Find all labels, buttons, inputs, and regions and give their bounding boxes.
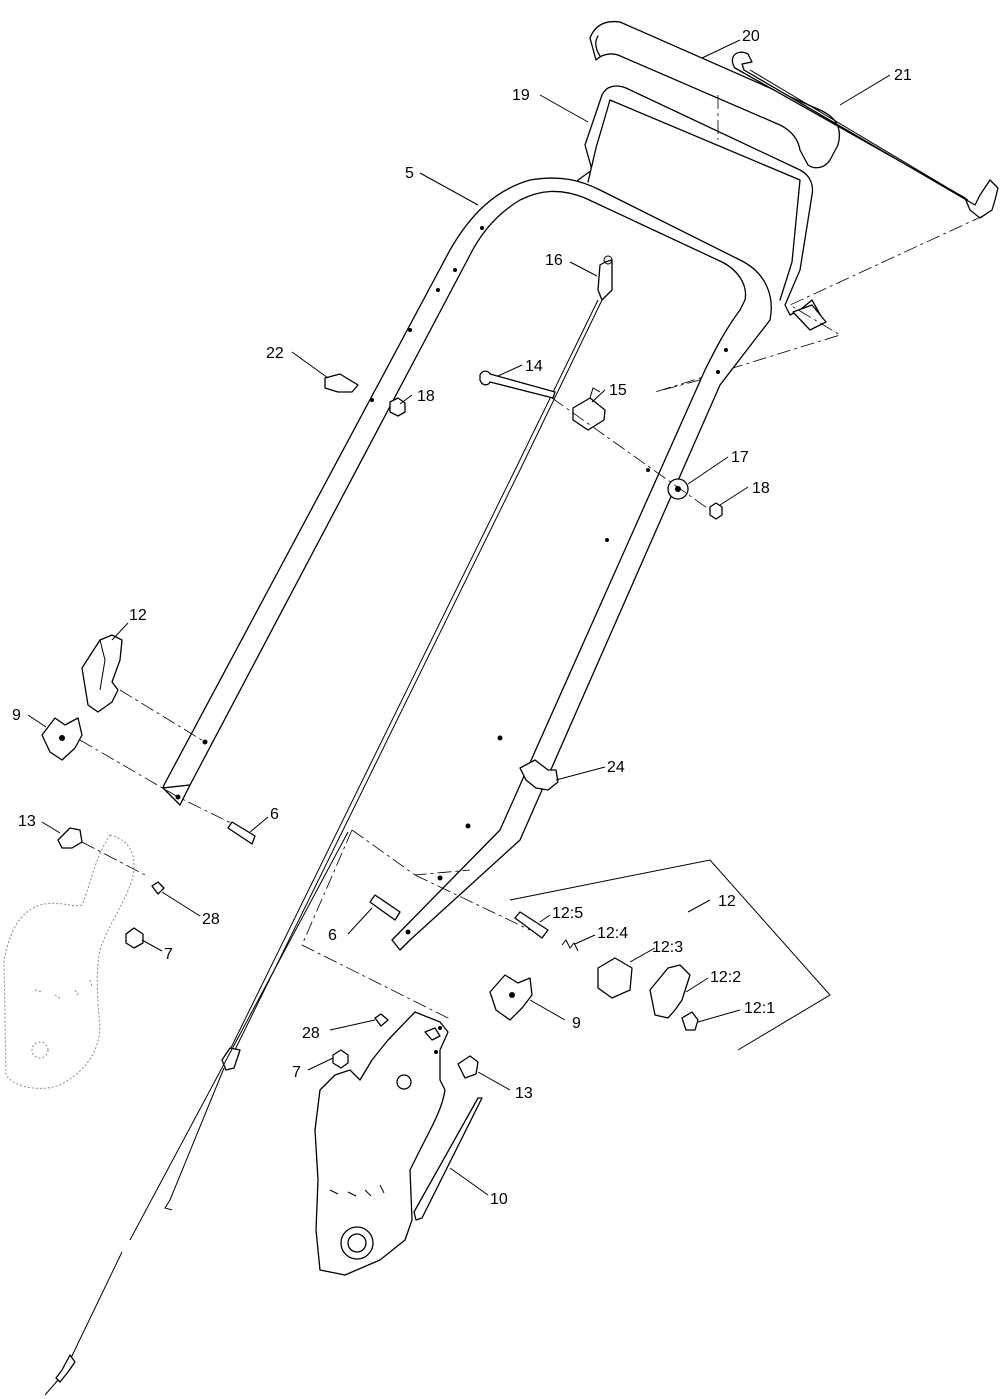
callout-12-3: 12:3 (652, 939, 683, 956)
callout-18-left: 18 (417, 388, 435, 405)
washer-17 (667, 478, 689, 500)
rod-10 (413, 1097, 483, 1221)
knob-9-right (489, 974, 533, 1021)
callout-12-left: 12 (129, 607, 147, 624)
control-cable (44, 255, 613, 1396)
pin-6-right (369, 894, 401, 921)
callout-12-2: 12:2 (710, 969, 741, 986)
pin-12-5 (514, 911, 549, 939)
clip-13-left (57, 827, 83, 849)
nut-18-right (709, 502, 723, 520)
axis-line-bolt-14 (551, 397, 711, 511)
callout-9-right: 9 (572, 1015, 581, 1032)
nut-18-left (389, 397, 406, 417)
callout-12-right: 12 (718, 893, 736, 910)
callout-13-left: 13 (18, 813, 36, 830)
callout-12-4: 12:4 (597, 925, 628, 942)
callout-15: 15 (609, 382, 627, 399)
callout-10: 10 (490, 1191, 508, 1208)
clip-13-right (457, 1055, 479, 1079)
callout-24: 24 (607, 759, 625, 776)
callout-5: 5 (405, 165, 414, 182)
nut-7-right (332, 1049, 349, 1069)
cable-clip-24 (519, 759, 559, 791)
callout-12-5: 12:5 (552, 905, 583, 922)
callout-7-right: 7 (292, 1064, 301, 1081)
main-handle-tube (162, 177, 772, 951)
callout-12-1: 12:1 (744, 1000, 775, 1017)
nut-7-left (125, 927, 144, 949)
callout-28-right: 28 (302, 1025, 320, 1042)
cable-bracket-15 (572, 387, 606, 431)
axis-lines-right-assembly (301, 829, 531, 1021)
handle-grip (589, 20, 841, 169)
screw-28-right (374, 1013, 389, 1027)
callout-7-left: 7 (164, 946, 173, 963)
bolt-22 (324, 373, 359, 393)
lever-12-2 (649, 964, 691, 1019)
callout-28-left: 28 (202, 911, 220, 928)
zone-control-bail (731, 51, 999, 219)
leader-lines (27, 39, 891, 1196)
callout-18-right: 18 (752, 480, 770, 497)
callout-14: 14 (525, 358, 543, 375)
callout-labels: 20 21 19 5 16 22 14 18 15 17 18 12 9 24 … (12, 28, 912, 1208)
axis-line-clip-left (81, 841, 146, 876)
callout-13-right: 13 (515, 1085, 533, 1102)
bolt-14 (479, 370, 556, 399)
assembly-bracket-12 (509, 859, 831, 1051)
lever-base-12-3 (597, 957, 633, 999)
axis-line-lever-left (119, 689, 206, 743)
knob-9-left (41, 717, 83, 761)
callout-6-right: 6 (328, 927, 337, 944)
callout-9-left: 9 (12, 707, 21, 724)
phantom-side-plate-left (3, 834, 135, 1089)
callout-16: 16 (545, 252, 563, 269)
callout-22: 22 (266, 345, 284, 362)
pin-6-left (227, 821, 256, 845)
height-lever-left (81, 634, 123, 713)
spring-12-4 (561, 939, 579, 952)
cap-12-1 (681, 1011, 699, 1031)
callout-20: 20 (742, 28, 760, 45)
callout-6-left: 6 (270, 806, 279, 823)
axis-line-knob-left (79, 739, 236, 826)
callout-21: 21 (894, 67, 912, 84)
side-plate-right (314, 1011, 449, 1276)
callout-19: 19 (512, 87, 530, 104)
screw-28-left (151, 881, 165, 895)
callout-17: 17 (731, 449, 749, 466)
upper-handle-bail (577, 85, 827, 331)
